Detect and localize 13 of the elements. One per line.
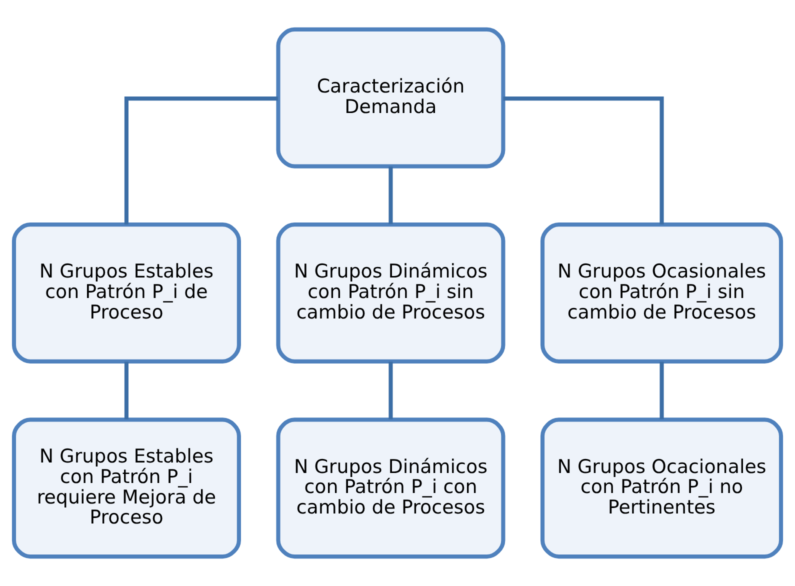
connector [388,362,393,420]
connector [124,362,128,420]
node-box: N Grupos Estables con Patrón P_i requiere Mejora de Proceso [12,418,241,559]
connector [124,96,278,224]
node-box: N Grupos Dinámicos con Patrón P_i con cambio de Procesos [276,418,506,559]
connector [388,166,393,224]
node-box: Caracterización Demanda [276,27,506,168]
node-box: N Grupos Estables con Patrón P_i de Proceso [12,222,241,364]
connector [660,362,664,420]
node-box: N Grupos Dinámicos con Patrón P_i sin cambio de Procesos [276,222,506,364]
node-box: N Grupos Ocasionales con Patrón P_i sin cambio de Procesos [540,222,784,364]
node-box: N Grupos Ocacionales con Patrón P_i no Pertinentes [540,418,784,559]
connector [503,96,664,224]
